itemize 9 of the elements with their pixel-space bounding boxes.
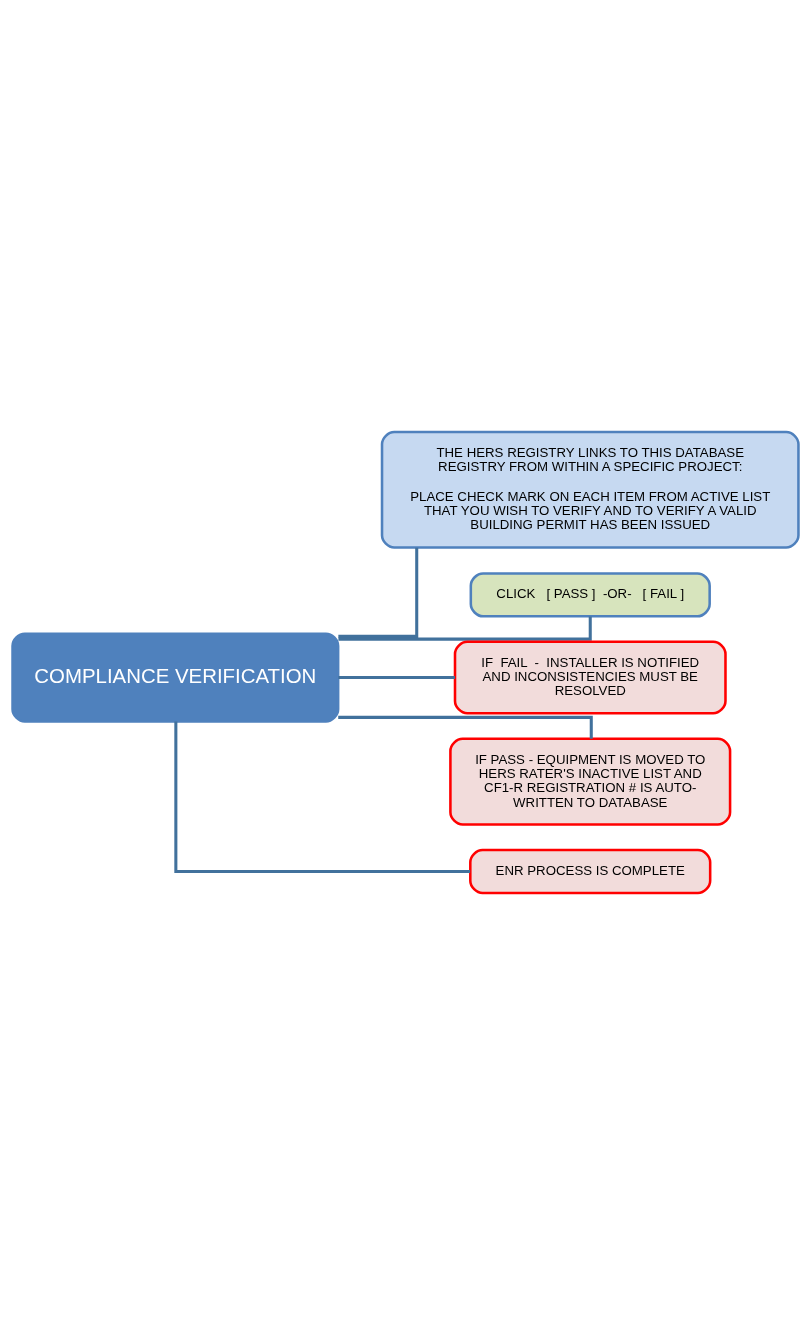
node-box: IF PASS - EQUIPMENT IS MOVED TO HERS RATER'S INACTIVE LIST AND CF1-R REGISTRATION # IS AUTO-WRITTEN TO DATABASE [449,737,732,826]
node-box: THE HERS REGISTRY LINKS TO THIS DATABASE REGISTRY FROM WITHIN A SPECIFIC PROJECT: PLACE CHECK MARK ON EACH ITEM FROM ACTIVE LIST THAT YOU WISH TO VERIFY AND TO VERIFY A VALID BUILDING PERMIT HAS BEEN ISSUED [380,430,800,549]
node-box: CLICK [ PASS ] -OR- [ FAIL ] [469,572,711,618]
node-box: COMPLIANCE VERIFICATION [11,632,340,723]
node-box: IF FAIL - INSTALLER IS NOTIFIED AND INCONSISTENCIES MUST BE RESOLVED [453,640,727,715]
connector [174,721,471,873]
connector [338,547,419,638]
node-box: ENR PROCESS IS COMPLETE [469,848,712,895]
connector [338,676,455,680]
